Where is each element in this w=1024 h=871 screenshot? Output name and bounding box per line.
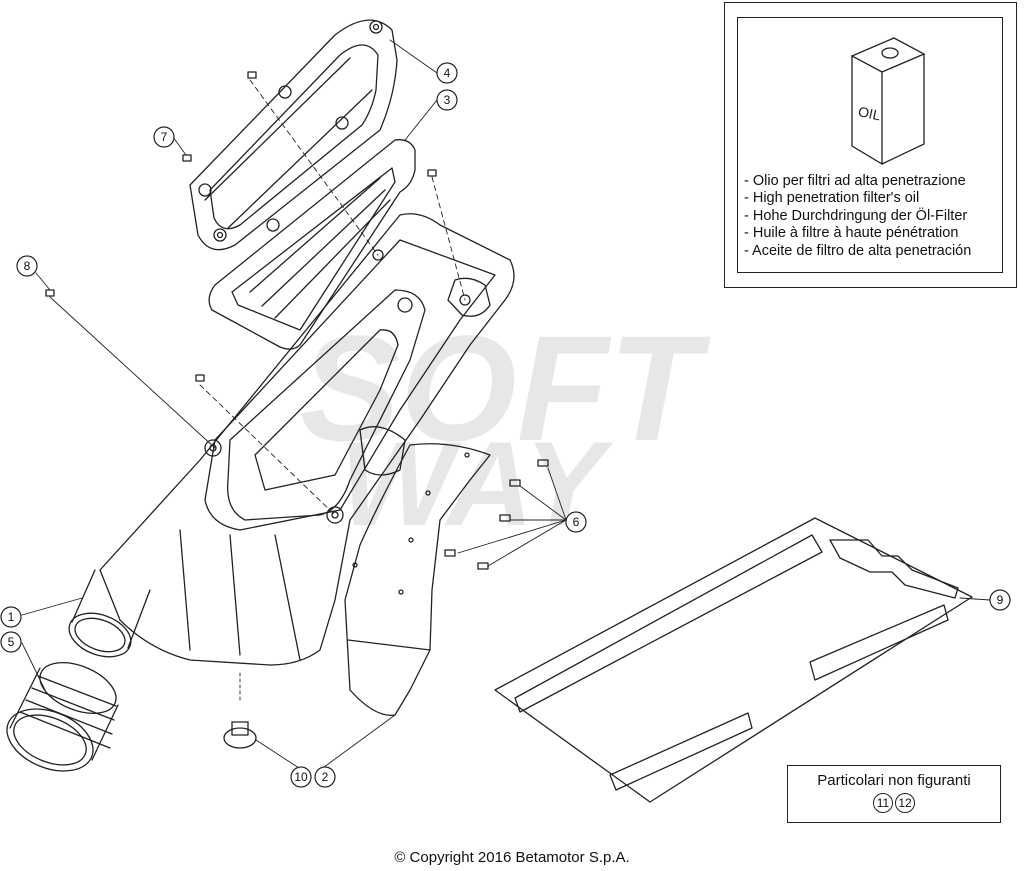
oil-info-box: OIL - Olio per filtri ad alta penetrazio… (724, 2, 1017, 288)
oil-description-de: - Hohe Durchdringung der Öl-Filter (744, 207, 968, 224)
callout-9: 9 (989, 589, 1011, 611)
callout-7: 7 (153, 126, 175, 148)
callout-1-label: 1 (8, 610, 15, 624)
filter-cage-part-4 (189, 19, 398, 251)
fasteners (45, 71, 437, 382)
callout-2: 2 (314, 766, 336, 788)
callout-8: 8 (16, 255, 38, 277)
parts-not-shown-refs: 11 12 (788, 793, 1000, 813)
airbox-part-1 (99, 213, 515, 666)
oil-description-fr: - Huile à filtre à haute pénétration (744, 225, 959, 242)
oil-can-icon: OIL (850, 37, 926, 166)
callout-3: 3 (436, 89, 458, 111)
oil-can-label: OIL (857, 103, 883, 123)
oil-description-list: - Olio per filtri ad alta penetrazione -… (744, 173, 971, 260)
air-filter-part-3 (208, 139, 416, 350)
callout-3-label: 3 (444, 93, 451, 107)
adhesive-kit-part-9 (494, 517, 973, 803)
oil-description-it: - Olio per filtri ad alta penetrazione (744, 173, 966, 189)
drain-plug-part-10 (223, 721, 257, 749)
watermark: SOFT WAY (300, 304, 711, 551)
callout-5: 5 (0, 631, 22, 653)
callout-5-label: 5 (8, 635, 15, 649)
oil-info-inner: OIL - Olio per filtri ad alta penetrazio… (737, 17, 1003, 273)
callout-7-label: 7 (161, 130, 168, 144)
callout-4: 4 (436, 62, 458, 84)
callout-9-label: 9 (997, 593, 1004, 607)
side-panel-part-2 (344, 443, 491, 716)
callout-10-label: 10 (294, 770, 308, 784)
copyright-notice: © Copyright 2016 Betamotor S.p.A. (394, 849, 630, 866)
parts-not-shown-box: Particolari non figuranti 11 12 (787, 765, 1001, 823)
parts-not-shown-title: Particolari non figuranti (817, 772, 971, 789)
intake-tube (68, 569, 151, 658)
callout-8-label: 8 (24, 259, 31, 273)
ref-12: 12 (895, 793, 915, 813)
callout-10: 10 (290, 766, 312, 788)
callouts: 1 2 3 4 5 6 7 8 9 10 (0, 62, 1011, 788)
callout-1: 1 (0, 606, 22, 628)
ref-11: 11 (873, 793, 893, 813)
oil-description-en: - High penetration filter's oil (744, 190, 920, 207)
callout-4-label: 4 (444, 66, 451, 80)
callout-6: 6 (565, 511, 587, 533)
callout-6-label: 6 (573, 515, 580, 529)
oil-description-es: - Aceite de filtro de alta penetración (744, 242, 972, 259)
callout-2-label: 2 (322, 770, 329, 784)
rubber-sleeve-part-5 (6, 662, 119, 772)
leader-lines (21, 39, 991, 771)
